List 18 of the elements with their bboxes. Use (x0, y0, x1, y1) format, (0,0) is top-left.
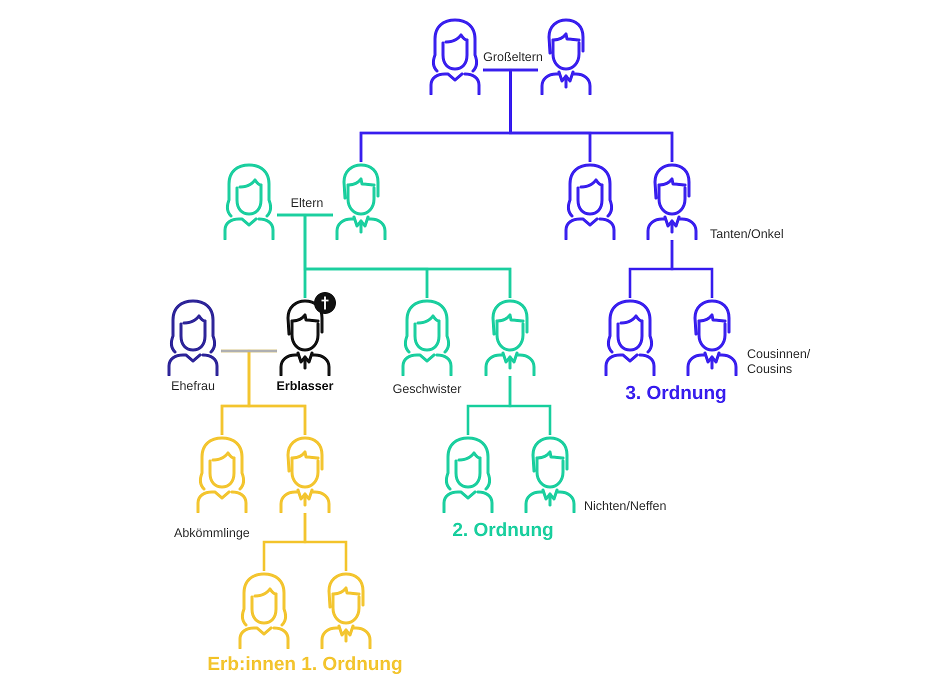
connector-line (483, 68, 538, 72)
connector-line (304, 513, 348, 571)
group-label: Abkömmlinge (174, 526, 250, 541)
order-heading: 3. Ordnung (625, 383, 727, 405)
connector-line (277, 214, 333, 216)
order-heading: 2. Ordnung (452, 520, 554, 542)
connector-line (221, 350, 277, 352)
group-label: Nichten/Neffen (584, 499, 666, 514)
order-heading: Erb:innen 1. Ordnung (207, 654, 403, 676)
person-label: Ehefrau (171, 379, 215, 394)
connector-line (670, 240, 714, 298)
group-label: Tanten/Onkel (710, 227, 784, 242)
connector-line (508, 376, 552, 435)
group-label: Eltern (290, 196, 324, 211)
group-label: Geschwister (392, 382, 462, 397)
person-label: Erblasser (276, 379, 334, 394)
group-label: Großeltern (483, 50, 543, 65)
group-label: Cousinnen/ Cousins (747, 347, 809, 377)
